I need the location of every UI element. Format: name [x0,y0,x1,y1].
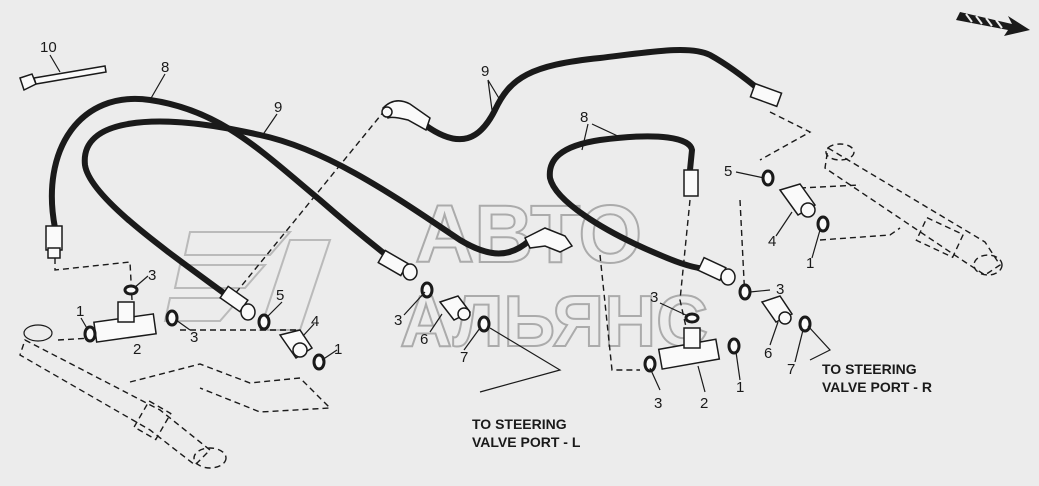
washers [83,169,830,373]
note-left: TO STEERING VALVE PORT - L [472,416,581,450]
callout-9: 9 [481,63,489,80]
hose-9-right [422,46,765,143]
callout-1: 1 [334,341,342,358]
callout-3: 3 [776,281,784,298]
callout-2: 2 [700,395,708,412]
callout-1: 1 [806,255,814,272]
callout-3: 3 [654,395,662,412]
note-right-line2: VALVE PORT - R [822,379,932,395]
callout-8: 8 [580,109,588,126]
left-cylinder-outline [19,324,227,469]
adapters [278,183,817,360]
dashed-leaders [54,109,901,413]
cable-tie-icon [19,65,107,92]
callout-6: 6 [764,345,772,362]
callout-9: 9 [274,99,282,116]
callout-1: 1 [736,379,744,396]
hose-8-right [546,133,715,272]
callout-4: 4 [768,233,776,250]
callout-5: 5 [276,287,284,304]
callout-3: 3 [394,312,402,329]
note-right: TO STEERING VALVE PORT - R [822,361,932,395]
tee-fitting-left [93,301,157,343]
note-left-line1: TO STEERING [472,416,567,432]
callout-5: 5 [724,163,732,180]
hose-8-left [48,95,398,265]
callout-4: 4 [311,313,319,330]
tee-fitting-right [657,327,721,370]
watermark-logo [163,231,332,331]
callout-leaders [49,54,831,393]
callout-1: 1 [76,303,84,320]
watermark-line2: АЛЬЯНС [400,282,708,362]
callout-2: 2 [133,341,141,358]
right-cylinder-outline [824,143,1003,276]
callout-7: 7 [460,349,468,366]
callout-6: 6 [420,331,428,348]
callout-10: 10 [40,39,57,56]
hose-9-left [81,118,533,308]
note-left-line2: VALVE PORT - L [472,434,581,450]
callout-8: 8 [161,59,169,76]
callout-3: 3 [650,289,658,306]
callout-labels: 10 8 9 9 8 5 5 4 4 1 1 1 1 3 3 3 3 3 3 2… [40,39,814,412]
callout-7: 7 [787,361,795,378]
hose-fittings [45,82,783,321]
note-right-line1: TO STEERING [822,361,917,377]
callout-3: 3 [148,267,156,284]
callout-3: 3 [190,329,198,346]
direction-arrow-icon [956,12,1030,36]
